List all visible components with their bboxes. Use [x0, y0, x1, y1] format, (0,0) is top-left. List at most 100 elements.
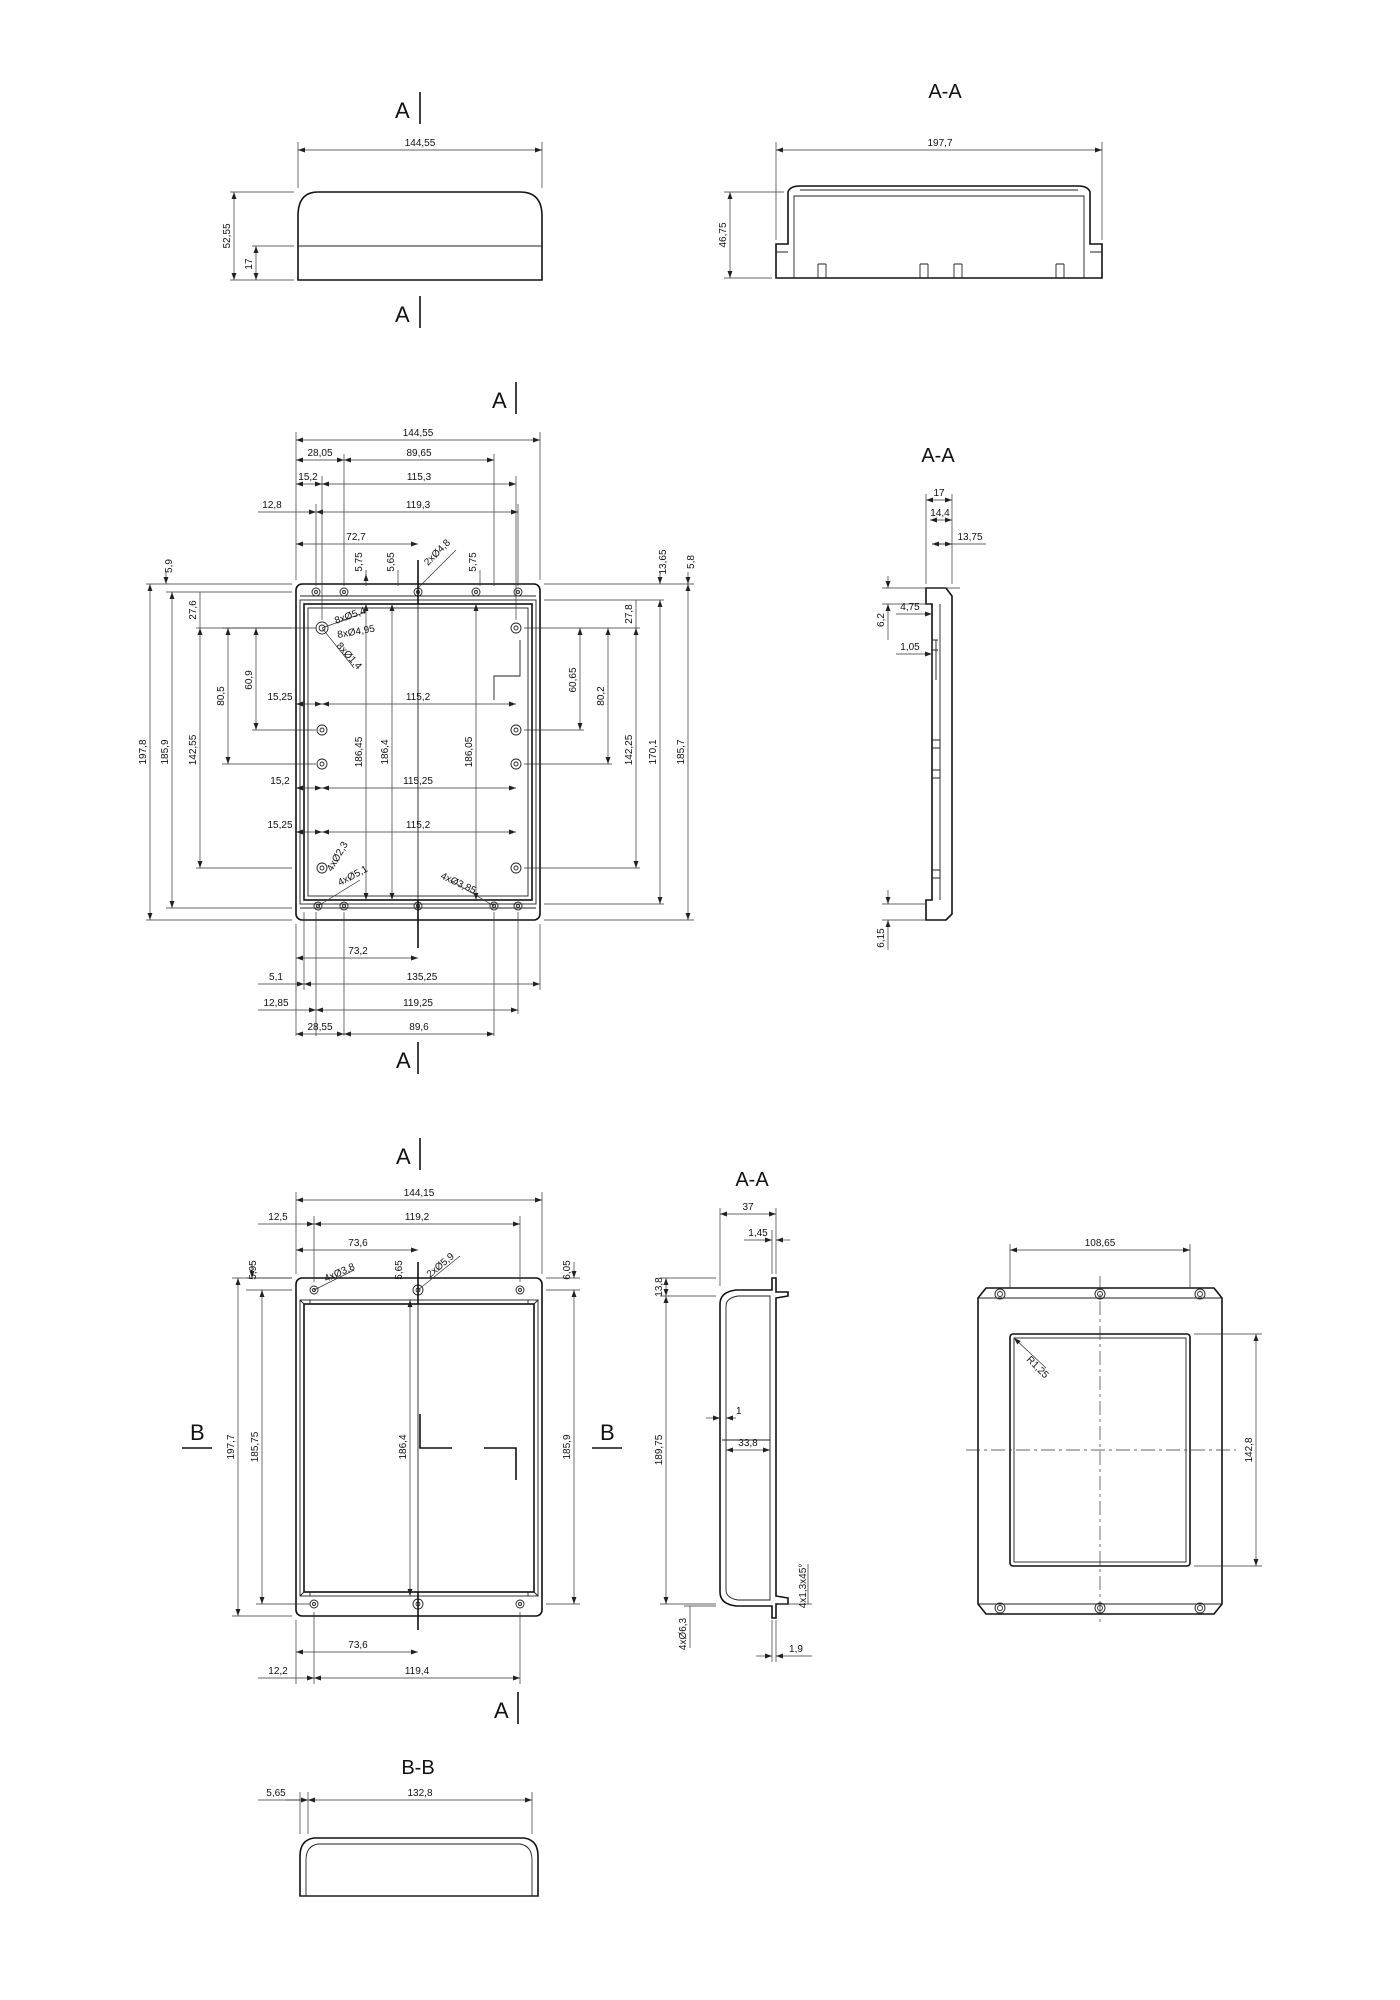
- dim-bb-5-65: 5,65: [266, 1788, 286, 1799]
- dim-base-197-7: 197,7: [226, 1434, 237, 1459]
- hole-lid-8x-5-4: 8xØ5,4: [333, 605, 367, 627]
- dim-lid-5-1: 5,1: [269, 972, 283, 983]
- dim-base-73-6-bottom: 73,6: [348, 1640, 368, 1651]
- dim-lid-186-45: 186,45: [354, 736, 365, 767]
- base-plan-view: A A B B 144,15 12,5: [182, 1138, 622, 1724]
- dim-lidsec-14-4: 14,4: [930, 508, 950, 519]
- section-mark-a-lid-bottom: A: [396, 1048, 411, 1073]
- dim-base-5-65: 5,65: [394, 1260, 405, 1280]
- dim-lid-119-3: 119,3: [406, 500, 431, 511]
- section-mark-b-right: B: [600, 1420, 615, 1445]
- dim-lid-142-55: 142,55: [188, 734, 199, 765]
- dim-lid-115-25: 115,25: [403, 776, 433, 787]
- dim-lid-186-4: 186,4: [380, 739, 391, 764]
- dim-lid-15-25a: 15,25: [267, 692, 292, 703]
- dim-base-6-05: 6,05: [562, 1260, 573, 1280]
- dim-lid-15-2-mid: 15,2: [270, 776, 290, 787]
- dim-lid-60-9: 60,9: [244, 670, 255, 690]
- hole-lid-8x-1-4: 8xØ1,4: [334, 641, 364, 673]
- dim-lid-12-85: 12,85: [263, 998, 288, 1009]
- front-view: A A 144,55 52,55 17: [222, 92, 543, 328]
- dim-lidsec-6-15: 6,15: [876, 928, 887, 948]
- dim-lid-197-8: 197,8: [138, 739, 149, 764]
- hole-base-2x-5-9: 2xØ5,9: [425, 1251, 457, 1280]
- dim-bb-132-8: 132,8: [407, 1788, 432, 1799]
- section-mark-a-lid-top: A: [492, 388, 507, 413]
- dim-lid-186-05: 186,05: [464, 736, 475, 767]
- hole-lid-8x-4-95: 8xØ4,95: [337, 623, 377, 640]
- dim-lid-170-1: 170,1: [648, 739, 659, 764]
- dim-front-height: 52,55: [222, 223, 233, 248]
- dim-lid-80-2: 80,2: [596, 686, 607, 706]
- dim-base-width: 144,15: [404, 1188, 435, 1199]
- dim-lid-5-75b: 5,75: [468, 552, 479, 572]
- dim-lidsec-6-2: 6,2: [876, 613, 887, 627]
- dim-base-12-2: 12,2: [268, 1666, 288, 1677]
- lid-section-view: A-A 17 14,4 13,75 6,2 4,75 1,05 6,15: [876, 445, 986, 950]
- section-aa-top: A-A 197,7 46,75: [718, 81, 1103, 279]
- dim-lid-5-65: 5,65: [386, 552, 397, 572]
- dim-basesec-33-8: 33,8: [738, 1438, 758, 1449]
- dim-front-base: 17: [244, 258, 255, 270]
- base-bottom-view: 108,65 R1,25 142,8: [966, 1238, 1262, 1626]
- dim-bottom-r1-25: R1,25: [1024, 1354, 1051, 1381]
- lid-plan-view: A A: [138, 382, 697, 1074]
- dim-base-119-4: 119,4: [405, 1666, 430, 1677]
- dim-base-186-4: 186,4: [398, 1434, 409, 1459]
- dim-lid-27-8: 27,8: [624, 604, 635, 624]
- dim-lid-142-25: 142,25: [624, 734, 635, 765]
- dim-basesec-13-8: 13,8: [654, 1277, 665, 1297]
- dim-lid-13-65: 13,65: [658, 549, 669, 574]
- dim-lid-12-8: 12,8: [262, 500, 282, 511]
- dim-lid-73-2: 73,2: [348, 946, 368, 957]
- base-mounting-holes: [309, 1284, 525, 1610]
- dim-basesec-1-9: 1,9: [789, 1644, 803, 1655]
- dim-lid-28-55: 28,55: [307, 1022, 332, 1033]
- dim-base-5-95: 5,95: [248, 1260, 259, 1280]
- dim-lid-5-75a: 5,75: [354, 552, 365, 572]
- dim-basesec-1: 1: [736, 1406, 742, 1417]
- section-aa-title-1: A-A: [928, 81, 962, 103]
- dim-lidsec-1-05: 1,05: [900, 642, 920, 653]
- dim-lid-80-5: 80,5: [216, 686, 227, 706]
- section-bb-view: B-B 5,65 132,8: [258, 1757, 539, 1897]
- dim-base-185-75: 185,75: [250, 1431, 261, 1462]
- dim-lid-5-8: 5,8: [686, 555, 697, 569]
- dim-lid-72-7: 72,7: [346, 532, 366, 543]
- dim-lid-185-9: 185,9: [160, 739, 171, 764]
- hole-lid-4x-5-1: 4xØ5,1: [336, 864, 370, 889]
- dim-lid-28-05: 28,05: [307, 448, 332, 459]
- section-mark-a-base-bottom: A: [494, 1698, 509, 1723]
- dim-lid-15-2: 15,2: [298, 472, 318, 483]
- dim-aa-height: 46,75: [718, 222, 729, 247]
- base-bottom-holes: [994, 1288, 1206, 1614]
- dim-front-width: 144,55: [405, 138, 436, 149]
- hole-lid-4x-2-3: 4xØ2,3: [325, 840, 351, 874]
- base-section-view: A-A 37 1,45 13,8 189,75 1 33,8 4x1,3x45°…: [654, 1169, 812, 1662]
- dim-bottom-108-65: 108,65: [1085, 1238, 1116, 1249]
- dim-lid-width: 144,55: [403, 428, 434, 439]
- dim-basesec-chamfer: 4x1,3x45°: [798, 1564, 809, 1609]
- dim-aa-width: 197,7: [927, 138, 952, 149]
- hole-base-4x-3-8: 4xØ3,8: [323, 1261, 357, 1284]
- hole-lid-2x-4-8: 2xØ4,8: [422, 537, 453, 568]
- dim-base-73-6-top: 73,6: [348, 1238, 368, 1249]
- dim-lid-5-9: 5,9: [164, 559, 175, 573]
- dim-lid-89-6: 89,6: [409, 1022, 429, 1033]
- dim-lid-185-7: 185,7: [676, 739, 687, 764]
- dim-base-12-5: 12,5: [268, 1212, 288, 1223]
- section-mark-a-top: A: [395, 98, 410, 123]
- section-aa-title-3: A-A: [735, 1169, 769, 1191]
- dim-lidsec-17: 17: [933, 488, 945, 499]
- dim-lid-135-25: 135,25: [407, 972, 438, 983]
- dim-bottom-142-8: 142,8: [1244, 1437, 1255, 1462]
- section-mark-b-left: B: [190, 1420, 205, 1445]
- dim-basesec-189-75: 189,75: [654, 1434, 665, 1465]
- dim-lid-89-65: 89,65: [406, 448, 431, 459]
- dim-base-185-9: 185,9: [562, 1434, 573, 1459]
- dim-lid-115-2b: 115,2: [406, 820, 431, 831]
- dim-lid-27-6: 27,6: [188, 600, 199, 620]
- dim-lid-115-2a: 115,2: [406, 692, 431, 703]
- section-mark-a-bottom: A: [395, 302, 410, 327]
